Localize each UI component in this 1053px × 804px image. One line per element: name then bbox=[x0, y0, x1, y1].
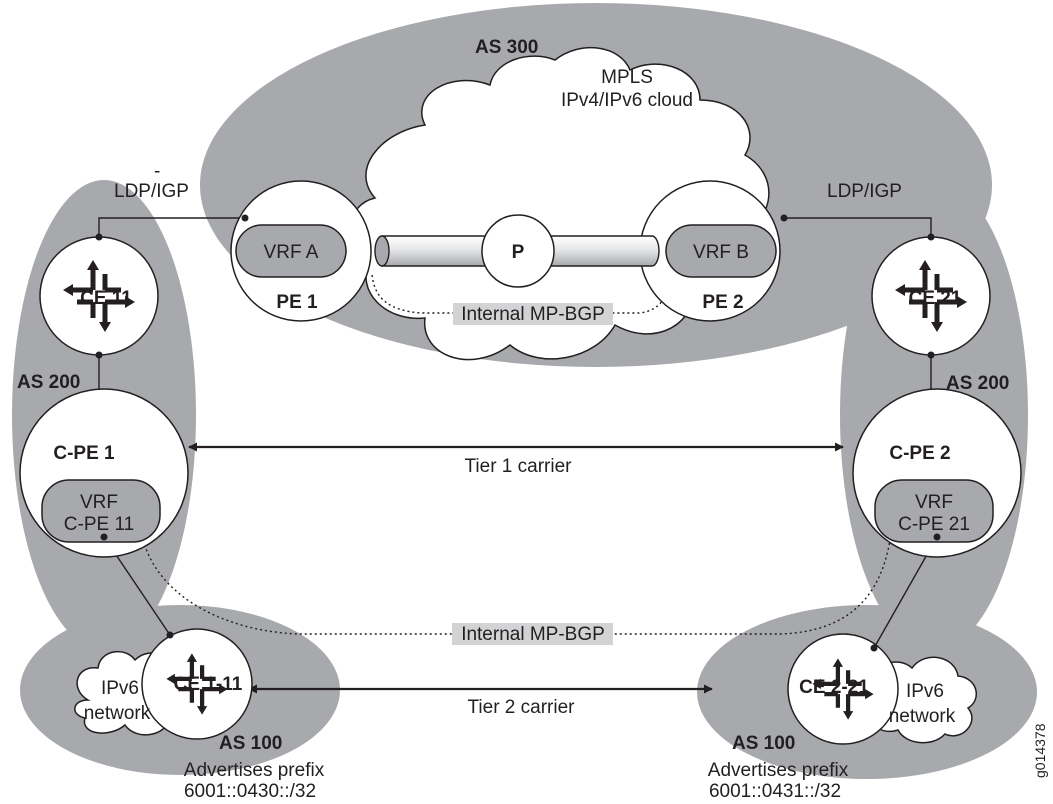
vrf-cpe21-line1: VRF bbox=[915, 492, 953, 513]
link-ce11-pe1 bbox=[98, 217, 245, 237]
ce2-21-port bbox=[870, 644, 878, 652]
cpe1-label: C-PE 1 bbox=[53, 443, 115, 464]
ce1-11-label: CE 1-11 bbox=[174, 674, 243, 695]
link-pe2-ce21 bbox=[784, 217, 932, 237]
vrf-cpe21-box[interactable] bbox=[874, 479, 994, 543]
p-router[interactable] bbox=[481, 214, 555, 288]
figure-id: g014378 bbox=[1032, 723, 1048, 778]
vrf-a-label: VRF A bbox=[264, 242, 319, 263]
internal-bgp-core-label-bg bbox=[453, 303, 613, 325]
internal-bgp-core-label: Internal MP-BGP bbox=[461, 304, 605, 325]
prefix-left-line1: Advertises prefix bbox=[184, 760, 325, 781]
ce11-port-bottom bbox=[95, 351, 103, 359]
p-lsp-tube-end bbox=[374, 235, 390, 267]
vrf-cpe11-line1: VRF bbox=[80, 492, 118, 513]
ce1-11-port bbox=[166, 631, 174, 639]
left-ldp-label: LDP/IGP bbox=[114, 181, 189, 202]
vrf-a-box[interactable] bbox=[235, 224, 347, 278]
prefix-left-line2: 6001::0430::/32 bbox=[184, 781, 316, 802]
ce2-21-router[interactable] bbox=[787, 633, 899, 745]
vrf-b-label: VRF B bbox=[693, 242, 749, 263]
right-ldp-label: LDP/IGP bbox=[827, 181, 902, 202]
ipv6-network-right-line2: network bbox=[889, 706, 956, 727]
vrf-b-box[interactable] bbox=[665, 224, 777, 278]
pe1-port bbox=[241, 214, 249, 222]
pe2-label: PE 2 bbox=[702, 292, 743, 313]
vrf-cpe21-line2: C-PE 21 bbox=[898, 514, 970, 535]
ipv6-network-right-line1: IPv6 bbox=[906, 681, 944, 702]
tier1-label: Tier 1 carrier bbox=[465, 456, 573, 477]
pe2-port bbox=[780, 214, 788, 222]
mpls-cloud-line1: MPLS bbox=[601, 67, 653, 88]
ce21-port-top bbox=[927, 233, 935, 241]
ipv6-network-left-line1: IPv6 bbox=[101, 678, 139, 699]
as100-right-label: AS 100 bbox=[732, 733, 795, 754]
ce2-21-label: CE 2-21 bbox=[799, 677, 869, 698]
internal-bgp-customer-path bbox=[142, 539, 891, 635]
ce1-11-router[interactable] bbox=[141, 628, 253, 740]
ce11-label: CE 11 bbox=[80, 288, 132, 309]
pe1-label: PE 1 bbox=[276, 292, 318, 313]
cpe2-label: C-PE 2 bbox=[889, 443, 950, 464]
p-router-label: P bbox=[512, 242, 525, 263]
left-ldp-dash: - bbox=[154, 161, 160, 182]
vrf-cpe11-line2: C-PE 11 bbox=[64, 514, 134, 535]
prefix-right-line2: 6001::0431::/32 bbox=[709, 781, 841, 802]
vrf-cpe11-port bbox=[100, 533, 108, 541]
vrf-cpe11-box[interactable] bbox=[41, 479, 161, 543]
ce21-port-bottom bbox=[927, 351, 935, 359]
prefix-right-line1: Advertises prefix bbox=[708, 760, 849, 781]
as100-left-label: AS 100 bbox=[219, 733, 282, 754]
as200-left-label: AS 200 bbox=[17, 372, 80, 393]
vrf-cpe21-port bbox=[933, 533, 941, 541]
internal-bgp-customer-label: Internal MP-BGP bbox=[461, 624, 605, 645]
ce11-port-top bbox=[95, 233, 103, 241]
ipv6-network-left-line2: network bbox=[84, 703, 151, 724]
as300-label: AS 300 bbox=[475, 37, 538, 58]
internal-bgp-customer-label-bg bbox=[452, 623, 613, 645]
as200-right-label: AS 200 bbox=[946, 373, 1009, 394]
tier2-label: Tier 2 carrier bbox=[468, 697, 576, 718]
mpls-cloud-line2: IPv4/IPv6 cloud bbox=[561, 90, 693, 111]
ce21-label: CE 21 bbox=[909, 288, 962, 309]
